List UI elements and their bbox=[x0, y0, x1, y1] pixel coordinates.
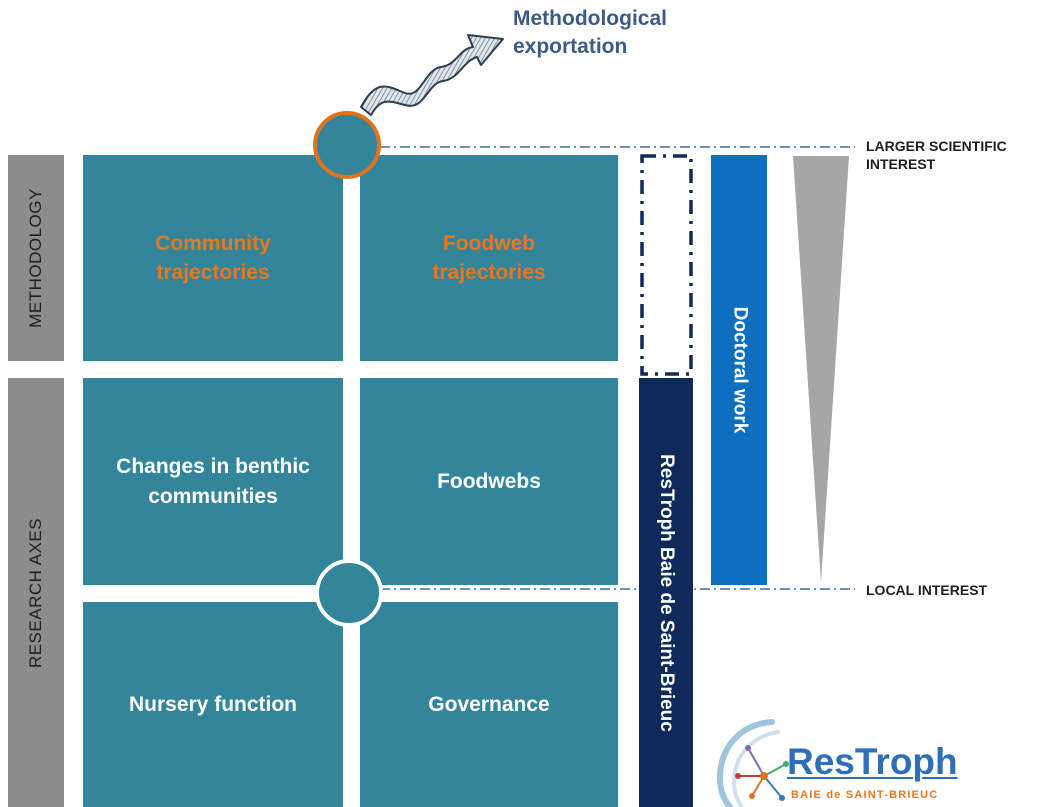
foodweb-trajectories-text: Foodweb trajectories bbox=[432, 231, 546, 284]
larger-interest-label: LARGER SCIENTIFIC INTEREST bbox=[866, 138, 1007, 173]
side-label-methodology: METHODOLOGY bbox=[8, 155, 64, 361]
benthic-changes-text: Changes in benthic communities bbox=[116, 455, 310, 508]
community-trajectories-text: Community trajectories bbox=[155, 231, 271, 284]
restroph-program-bar: ResTroph Baie de Saint-Brieuc bbox=[639, 378, 693, 807]
local-interest-label: LOCAL INTEREST bbox=[866, 582, 988, 598]
restroph-logo-subtitle: BAIE de SAINT-BRIEUC bbox=[791, 789, 939, 801]
nursery-function-text: Nursery function bbox=[128, 692, 298, 716]
interest-wedge bbox=[793, 156, 849, 582]
governance-text: Governance bbox=[428, 692, 550, 716]
doctoral-work-text: Doctoral work bbox=[729, 306, 751, 434]
top-node-circle bbox=[313, 111, 381, 179]
tile-foodweb-trajectories: Foodweb trajectories bbox=[360, 155, 618, 361]
tile-benthic-changes: Changes in benthic communities bbox=[83, 378, 343, 585]
restroph-program-text: ResTroph Baie de Saint-Brieuc bbox=[656, 453, 677, 732]
tile-foodwebs: Foodwebs bbox=[360, 378, 618, 585]
bottom-node-circle bbox=[315, 559, 383, 627]
side-label-research-axes: RESEARCH AXES bbox=[8, 378, 64, 807]
tile-governance: Governance bbox=[360, 602, 618, 807]
restroph-logo-icon bbox=[716, 719, 789, 807]
exportation-label: Methodological exportation bbox=[513, 7, 667, 59]
doctoral-work-bar: Doctoral work bbox=[711, 155, 767, 585]
exportation-arrow-icon bbox=[360, 34, 504, 116]
projection-dashed-box bbox=[640, 154, 693, 376]
foodwebs-text: Foodwebs bbox=[437, 469, 541, 493]
restroph-logo-name: ResTroph bbox=[787, 741, 958, 782]
tile-community-trajectories: Community trajectories bbox=[83, 155, 343, 361]
tile-nursery-function: Nursery function bbox=[83, 602, 343, 807]
